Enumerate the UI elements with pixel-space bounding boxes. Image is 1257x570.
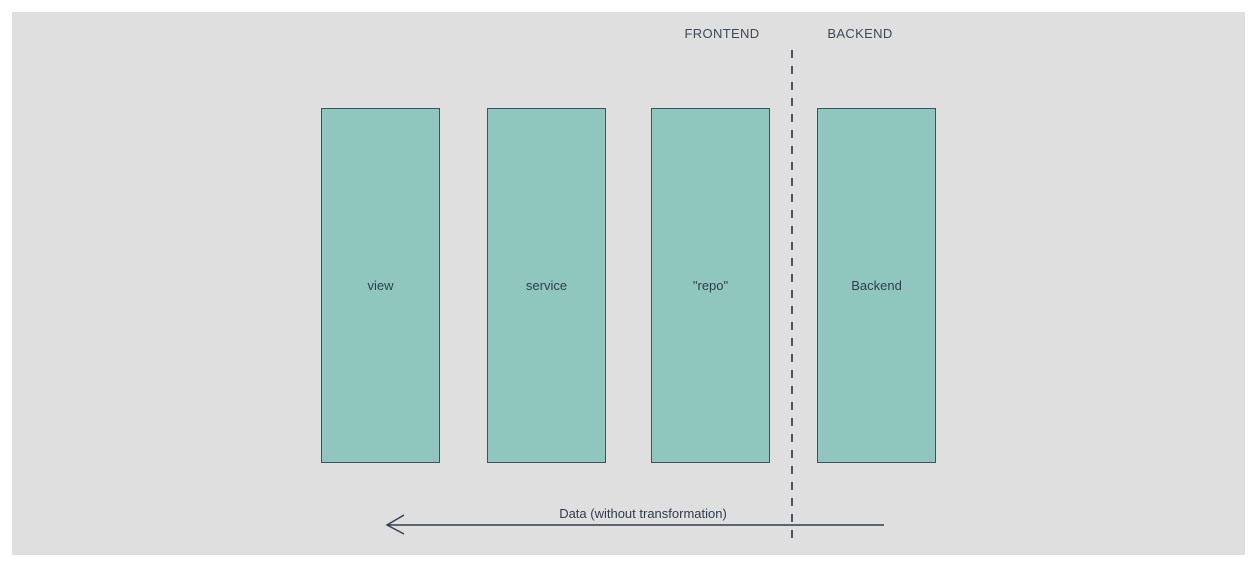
- component-box-label: Backend: [851, 278, 902, 293]
- component-box-backend[interactable]: Backend: [817, 108, 936, 463]
- data-flow-arrow: Data (without transformation): [372, 501, 884, 535]
- component-box-label: "repo": [692, 278, 729, 293]
- frontend-backend-divider: [791, 50, 793, 545]
- component-box-view[interactable]: view: [321, 108, 440, 463]
- component-box-label: service: [525, 278, 568, 293]
- data-flow-arrow-line: [385, 514, 884, 535]
- zone-label-frontend: FRONTEND: [684, 26, 760, 41]
- data-flow-label: Data (without transformation): [558, 506, 728, 522]
- component-box-label: view: [367, 278, 394, 293]
- component-box-service[interactable]: service: [487, 108, 606, 463]
- arrowhead-left-icon: [385, 514, 405, 535]
- zone-label-backend: BACKEND: [827, 26, 893, 41]
- diagram-canvas: FRONTEND BACKEND view service "repo" Bac…: [12, 12, 1245, 555]
- component-box-repo[interactable]: "repo": [651, 108, 770, 463]
